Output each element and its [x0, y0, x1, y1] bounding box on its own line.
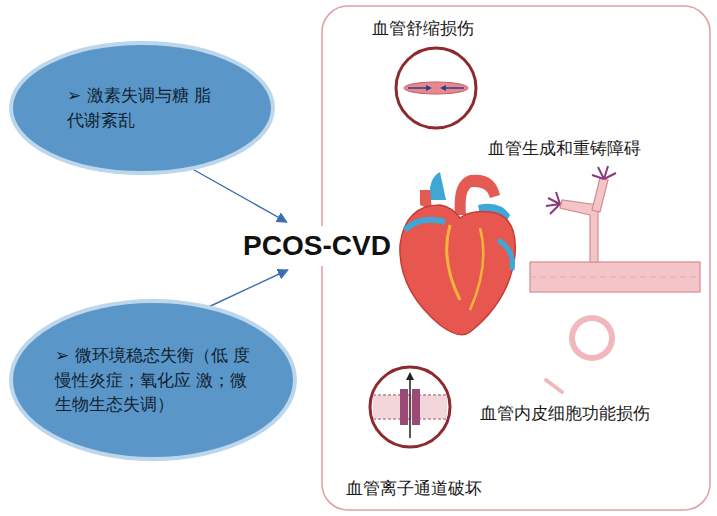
- factor-text: ➢ 微环境稳态失衡（低 度慢性炎症；氧化应 激；微生物生态失调）: [55, 343, 251, 417]
- vasomotor-icon: [396, 48, 476, 128]
- heart-illustration: [400, 172, 515, 335]
- center-term: PCOS-CVD: [236, 226, 398, 266]
- connector-arrow: [209, 270, 287, 307]
- factor-ellipse: ➢ 微环境稳态失衡（低 度慢性炎症；氧化应 激；微生物生态失调）: [8, 298, 298, 462]
- effect-label: 血管生成和重铸障碍: [486, 137, 643, 160]
- ellipse-outline: [8, 40, 276, 176]
- center-title: PCOS-CVD: [243, 226, 391, 267]
- effect-label: 血管内皮细胞功能损伤: [478, 402, 652, 425]
- effect-label: 血管舒缩损伤: [370, 17, 476, 40]
- effect-label: 血管离子通道破坏: [344, 477, 484, 500]
- connector-arrow: [192, 169, 286, 222]
- vessel-branch-illustration: [530, 166, 700, 392]
- factor-ellipse: ➢ 激素失调与糖 脂代谢紊乱: [8, 40, 276, 176]
- factor-text: ➢ 激素失调与糖 脂代谢紊乱: [67, 83, 217, 132]
- ion-channel-icon: [370, 367, 450, 447]
